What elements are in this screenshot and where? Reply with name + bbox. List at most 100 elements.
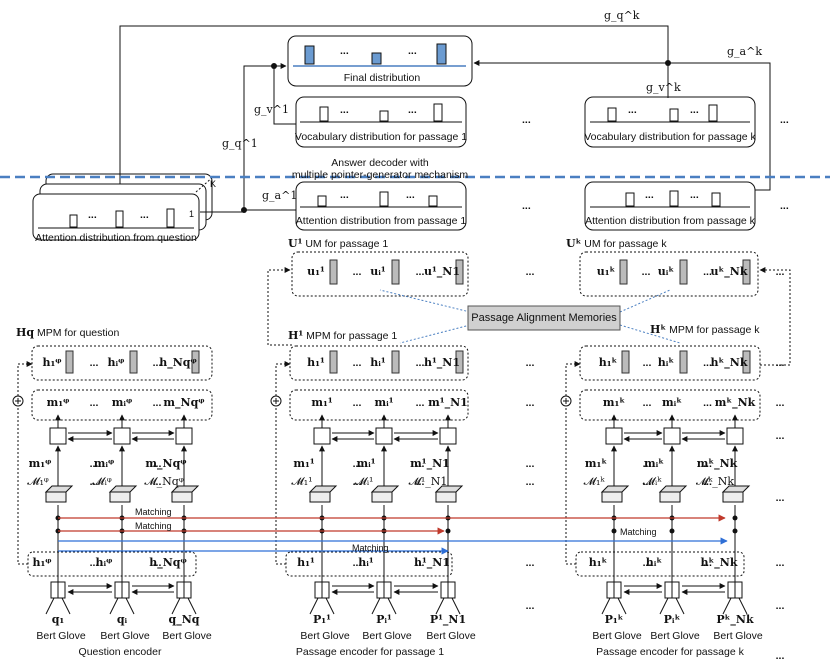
mpm-bar-1-2 (455, 350, 464, 374)
lstm-cell-1-0 (313, 427, 331, 445)
bert-label-2-0: Bert (592, 630, 612, 642)
um-ellipsis-1-a: ... (352, 266, 362, 278)
dist-bar-8 (708, 104, 718, 122)
mpm-bar-2-1 (679, 350, 688, 374)
ellipsis-2-a-0: ... (642, 357, 652, 369)
group-ellipsis-11: ... (775, 492, 785, 504)
matching-slab-0-0 (45, 491, 67, 503)
ellipsis-1-a-4: ... (352, 557, 362, 569)
m-mid-0-0: m₁ᵠ (28, 457, 52, 470)
group-ellipsis-13: ... (775, 600, 785, 612)
lstm-cell-2-2 (726, 427, 744, 445)
ellipsis-0-a-1: ... (89, 397, 99, 409)
gate-ga-k: g_a^k (727, 45, 762, 58)
ellipsis-1-b-2: ... (415, 458, 425, 470)
h-input-1-0: h₁¹ (297, 556, 315, 569)
encoder-label-2: Passage encoder for passage k (596, 646, 744, 658)
matching-label-4: Matching (620, 527, 657, 537)
ellipsis-decoder-vocab-right: ... (780, 114, 789, 126)
decoder-title-line2: multiple pointer-generator mechanism (291, 169, 469, 181)
ellipsis-0-a-4: ... (89, 557, 99, 569)
um-ellipsis-2-a: ... (641, 266, 651, 278)
glove-label-1-2: Glove (448, 630, 476, 642)
mpm-h-2-1: hᵢᵏ (657, 356, 675, 369)
ellipsis-1-b-4: ... (415, 557, 425, 569)
token-2-0: P₁ᵏ (604, 613, 624, 626)
vocab-passage-k-label: Vocabulary distribution for passage k (584, 131, 756, 143)
group-ellipsis-8: ... (775, 357, 785, 369)
um-u-2-0: u₁ᵏ (596, 265, 616, 278)
ellipsis-1-a-3: ... (352, 476, 362, 488)
um-bar-2-2 (742, 259, 751, 285)
dist-bar-6 (607, 107, 617, 122)
dist-ellipsis-2: ... (340, 104, 349, 116)
dist-ellipsis-10: ... (88, 209, 97, 221)
match-M-0-2: 𝓜_Nqᵠ (144, 475, 184, 488)
matching-slab-1-2 (435, 491, 457, 503)
dist-bar-9 (317, 195, 327, 207)
ellipsis-0-b-0: ... (152, 357, 162, 369)
bert-label-2-2: Bert (713, 630, 733, 642)
um-bar-1-1 (391, 259, 400, 285)
dist-ellipsis-9: ... (690, 189, 699, 201)
dist-bar-12 (625, 192, 635, 207)
final-distribution-label: Final distribution (343, 72, 421, 84)
dist-ellipsis-8: ... (645, 189, 654, 201)
bert-label-0-0: Bert (36, 630, 56, 642)
mpm-h-1-0: h₁¹ (307, 356, 325, 369)
m-mid-1-1: mᵢ¹ (356, 457, 376, 470)
group-ellipsis-7: ... (775, 266, 785, 278)
h-input-2-1: hᵢᵏ (645, 556, 663, 569)
ellipsis-0-b-1: ... (152, 397, 162, 409)
dist-bar-15 (69, 214, 78, 228)
bert-label-0-1: Bert (100, 630, 120, 642)
dist-ellipsis-7: ... (406, 189, 415, 201)
token-1-1: Pᵢ¹ (376, 613, 392, 626)
stack-1-label: 1 (189, 209, 195, 219)
group-ellipsis-6: ... (525, 600, 535, 612)
ellipsis-2-b-4: ... (703, 557, 712, 569)
group-ellipsis-1: ... (525, 357, 535, 369)
dist-ellipsis-11: ... (140, 209, 149, 221)
ellipsis-2-a-1: ... (642, 397, 652, 409)
dist-bar-16 (115, 210, 124, 228)
ellipsis-2-b-1: ... (703, 397, 712, 409)
ellipsis-decoder-attn: ... (522, 200, 531, 212)
mpm-h-2-0: h₁ᵏ (598, 356, 618, 369)
lstm-cell-0-1 (113, 427, 131, 445)
dist-bar-17 (166, 208, 175, 228)
token-2-2: Pᵏ_Nk (716, 613, 754, 626)
h-input-1-2: h¹_N1 (413, 556, 451, 569)
gq-1-line (200, 63, 287, 213)
um-bar-1-0 (329, 259, 338, 285)
ellipsis-2-b-0: ... (703, 357, 712, 369)
ellipsis-0-b-2: ... (152, 458, 162, 470)
dist-ellipsis-3: ... (408, 104, 417, 116)
dist-ellipsis-1: ... (408, 45, 417, 57)
gate-gq-k: g_q^k (604, 9, 640, 22)
gq-k-line (119, 25, 669, 185)
matching-label-1: Matching (135, 507, 172, 517)
mpm-passage-k-title: Hᵏ MPM for passage k (650, 323, 760, 337)
mpm-h-0-1: hᵢᵠ (107, 356, 125, 369)
token-0-1: qᵢ (116, 613, 128, 626)
um-ellipsis-2-b: ... (703, 266, 712, 278)
matching-slab-0-2 (171, 491, 193, 503)
match-M-2-0: 𝓜₁ᵏ (583, 475, 605, 488)
dist-bar-0 (304, 45, 315, 65)
group-ellipsis-12: ... (775, 557, 785, 569)
dist-bar-10 (379, 191, 389, 207)
match-M-1-0: 𝓜₁¹ (291, 475, 313, 488)
group-ellipsis-3: ... (525, 458, 535, 470)
bert-label-0-2: Bert (162, 630, 182, 642)
glove-label-1-1: Glove (384, 630, 412, 642)
bert-label-1-1: Bert (362, 630, 382, 642)
mpm-h-0-2: h_Nqᵠ (159, 356, 197, 369)
um-passage-1-title: U¹ UM for passage 1 (288, 237, 389, 251)
dist-bar-13 (669, 190, 679, 207)
matching-slab-1-1 (371, 491, 393, 503)
alignment-label: Passage Alignment Memories (471, 312, 617, 324)
gate-ga-1: g_a^1 (262, 189, 298, 202)
ellipsis-1-a-2: ... (352, 458, 362, 470)
